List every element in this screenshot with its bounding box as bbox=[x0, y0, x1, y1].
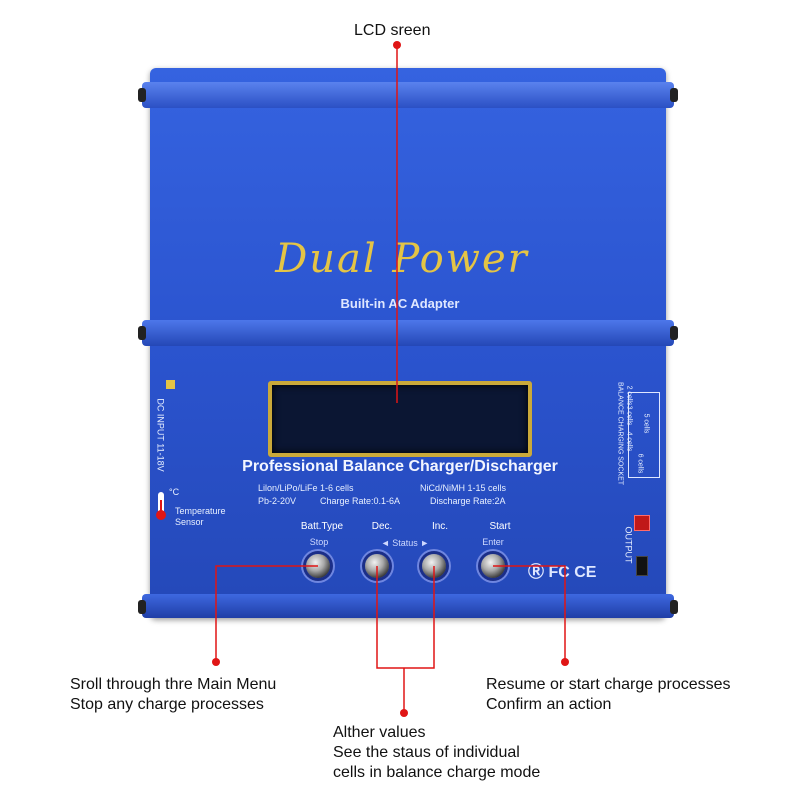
spec-nicd: NiCd/NiMH 1-15 cells bbox=[420, 483, 507, 493]
status-label: ◄ Status ► bbox=[380, 538, 430, 548]
product-title: Professional Balance Charger/Discharger bbox=[242, 458, 558, 475]
callout-middle-2: See the staus of individual bbox=[333, 744, 520, 761]
start-label: Start bbox=[489, 521, 511, 532]
spec-pb: Pb-2-20V bbox=[258, 496, 297, 506]
output-connector-icon bbox=[634, 515, 650, 531]
temp-label-2: Sensor bbox=[175, 517, 204, 527]
temp-label-1: Temperature bbox=[175, 506, 226, 516]
spec-discharge-rate: Discharge Rate:2A bbox=[430, 496, 506, 506]
enter-label: Enter bbox=[482, 537, 504, 547]
screw bbox=[138, 600, 146, 614]
charger-body bbox=[138, 68, 678, 618]
dc-input-icon bbox=[166, 380, 175, 389]
top-rail bbox=[142, 82, 674, 108]
thermometer-icon bbox=[156, 492, 166, 520]
callout-middle-1: Alther values bbox=[333, 724, 426, 741]
screw bbox=[670, 600, 678, 614]
inc-label: Inc. bbox=[431, 521, 449, 532]
temp-unit: °C bbox=[169, 487, 180, 497]
callout-left-1: Sroll through thre Main Menu bbox=[70, 676, 277, 693]
logo-subtitle: Built-in AC Adapter bbox=[340, 296, 460, 311]
callout-right-1: Resume or start charge processes bbox=[486, 676, 731, 693]
balance-socket-grid bbox=[628, 392, 660, 478]
screw bbox=[670, 326, 678, 340]
lcd-screen bbox=[268, 381, 532, 457]
callout-left-2: Stop any charge processes bbox=[70, 696, 264, 713]
spec-charge-rate: Charge Rate:0.1-6A bbox=[320, 496, 401, 506]
screw bbox=[138, 88, 146, 102]
screw bbox=[670, 88, 678, 102]
screw bbox=[138, 326, 146, 340]
stop-label: Stop bbox=[309, 537, 329, 547]
batt-type-label: Batt.Type bbox=[300, 521, 344, 532]
callout-right-2: Confirm an action bbox=[486, 696, 612, 713]
bottom-rail bbox=[142, 594, 674, 618]
spec-lipo: Lilon/LiPo/LiFe 1-6 cells bbox=[258, 483, 354, 493]
output-port-icon bbox=[636, 556, 648, 576]
dec-label: Dec. bbox=[371, 521, 393, 532]
logo: Dual Power bbox=[275, 236, 529, 282]
callout-lcd: LCD sreen bbox=[354, 22, 431, 39]
middle-rail bbox=[142, 320, 674, 346]
callout-middle-3: cells in balance charge mode bbox=[333, 764, 541, 781]
certification-marks: Ⓡ FC CE bbox=[528, 564, 597, 581]
